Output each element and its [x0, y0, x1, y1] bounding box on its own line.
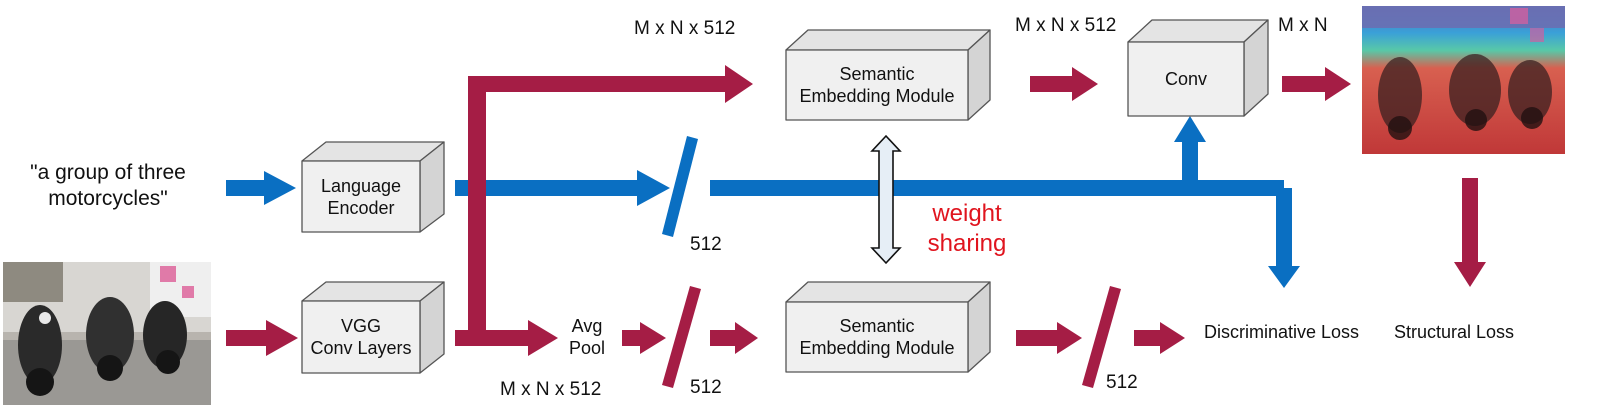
semantic-bottom-box: [785, 281, 991, 373]
heatmap-output: [1362, 6, 1565, 154]
boxes: [301, 19, 1269, 374]
caption-to-encoder-arrow: [226, 171, 296, 205]
slash-512-language: [662, 136, 698, 237]
language-to-loss-arrow: [1268, 188, 1300, 288]
language-path: [226, 116, 1300, 288]
semantic-bottom-label: Semantic Embedding Module: [799, 316, 955, 358]
structural-loss-label: Structural Loss: [1394, 322, 1515, 342]
top-dims-label: M x N x 512: [634, 18, 736, 39]
visual-trunk: [468, 76, 486, 346]
vgg-label: VGG Conv Layers: [310, 316, 412, 358]
dim-512-pool-label: 512: [690, 377, 722, 398]
discriminative-loss-label: Discriminative Loss: [1204, 322, 1360, 342]
semantic-top-label: Semantic Embedding Module: [799, 64, 955, 106]
bottom-dims-label: M x N x 512: [500, 379, 602, 400]
trunk-to-top-sem-arrow: [486, 65, 753, 103]
dim-512-language-label: 512: [690, 234, 722, 255]
language-to-conv-arrow: [1174, 116, 1206, 188]
weight-sharing-label: weight sharing: [927, 200, 1007, 257]
to-discriminative-arrow: [1134, 322, 1185, 354]
avg-pool-label: Avg Pool: [568, 316, 606, 358]
conv-label: Conv: [1164, 69, 1208, 89]
slash-512-pool: [662, 286, 701, 388]
map-dims-label: M x N: [1278, 15, 1328, 36]
vgg-box: [301, 281, 445, 374]
conv-to-heatmap-arrow: [1282, 67, 1351, 101]
language-encoder-label: Language Encoder: [320, 175, 402, 218]
top-right-dims-label: M x N x 512: [1015, 15, 1117, 36]
language-encoder-box: [301, 141, 445, 233]
input-photo: [3, 262, 211, 405]
heatmap-to-structural-arrow: [1454, 178, 1486, 287]
conv-box: [1127, 19, 1269, 117]
slash-512-out: [1082, 286, 1121, 388]
top-sem-to-conv-arrow: [1030, 67, 1098, 101]
weight-sharing-arrow: [870, 134, 902, 265]
bottom-sem-out-arrow: [1016, 322, 1082, 354]
language-trunk: [710, 180, 1284, 196]
input-caption: "a group of three motorcycles": [30, 161, 186, 210]
dim-512-out-label: 512: [1106, 372, 1138, 393]
photo-to-vgg-arrow: [226, 320, 298, 356]
vgg-out-stub: [455, 330, 468, 346]
slash-to-bottom-sem-arrow: [710, 322, 758, 354]
avgpool-to-slash-arrow: [622, 322, 666, 354]
encoder-to-slash-arrow: [455, 170, 670, 206]
trunk-to-avgpool-arrow: [486, 320, 558, 356]
semantic-top-box: [785, 29, 991, 121]
visual-path: [226, 65, 1486, 388]
